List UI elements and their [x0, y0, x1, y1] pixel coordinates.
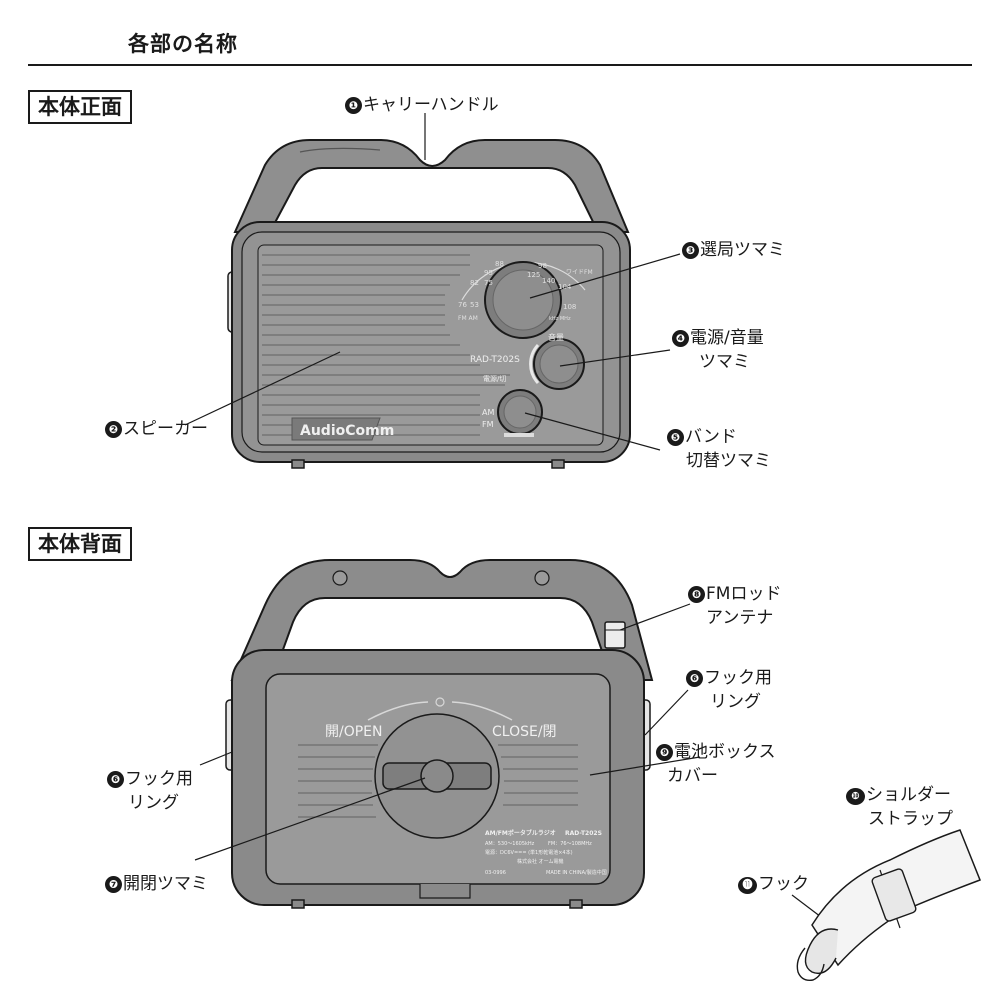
- spec-fm: FM：76～108MHz: [548, 841, 592, 847]
- callout-number: ❾: [656, 744, 673, 761]
- dial-number: 75: [484, 279, 493, 287]
- dial-number: 76: [458, 301, 467, 309]
- callout-shoulder-strap-line2: ストラップ: [868, 809, 953, 829]
- dial-number: 88: [495, 260, 504, 268]
- callout-text: フック用: [704, 668, 772, 688]
- callout-number: ❻: [686, 670, 703, 687]
- spec-origin: MADE IN CHINA/製造中国: [546, 870, 607, 876]
- callout-text: キャリーハンドル: [363, 95, 499, 115]
- callout-number: ❺: [667, 429, 684, 446]
- front-radio: [227, 139, 631, 469]
- dial-number: 108: [563, 303, 577, 311]
- spec-company: 株式会社 オーム電機: [517, 859, 564, 865]
- front-model: RAD-T202S: [470, 355, 520, 365]
- callout-hook-ring-right-line2: リング: [710, 692, 761, 712]
- callout-text: スピーカー: [123, 419, 208, 439]
- shoulder-strap: [796, 829, 981, 982]
- band-am-text: AM: [482, 408, 495, 417]
- back-handle: [230, 559, 654, 681]
- dial-number: 125: [527, 271, 541, 279]
- title-rule: [28, 64, 972, 66]
- dial-number: 53: [470, 301, 479, 309]
- callout-text: フック用: [125, 769, 193, 789]
- spec-model: RAD-T202S: [565, 830, 602, 837]
- power-text: 電源/切: [483, 375, 507, 383]
- spec-power: 電源：DC6V=== (単1形乾電池×4本): [485, 850, 573, 856]
- front-section-label: 本体正面: [28, 90, 132, 124]
- callout-number: ❻: [107, 771, 124, 788]
- callout-text: FMロッド: [706, 584, 782, 604]
- callout-text: バンド: [685, 427, 737, 447]
- callout-number: ❿: [846, 788, 865, 805]
- dial-number: FM AM: [458, 315, 478, 322]
- dial-number: 98: [538, 262, 547, 270]
- callout-text: 選局ツマミ: [700, 240, 785, 260]
- hook: [796, 947, 825, 982]
- callout-battery-cover-line2: カバー: [667, 766, 718, 786]
- spec-am: AM：530～1605kHz: [485, 841, 535, 847]
- dial-number: 95: [484, 269, 493, 277]
- callout-band-switch-line2: 切替ツマミ: [686, 451, 771, 471]
- page-title: 各部の名称: [128, 32, 238, 56]
- callout-text: 電源/音量: [690, 328, 764, 348]
- dial-number: 82: [470, 279, 479, 287]
- spec-title: AM/FMポータブルラジオ: [485, 830, 556, 837]
- volume-text: 音量: [548, 333, 564, 342]
- callout-number: ❹: [672, 330, 689, 347]
- rod-antenna: [604, 621, 626, 649]
- dial-number: kHz MHz: [549, 316, 571, 322]
- open-label: 開/OPEN: [325, 724, 383, 740]
- callout-text: 電池ボックス: [674, 742, 776, 762]
- callout-hook-ring-left-line2: リング: [128, 793, 179, 813]
- callout-number: ❼: [105, 876, 122, 893]
- band-fm-text: FM: [482, 420, 494, 429]
- callout-number: ❽: [688, 586, 705, 603]
- carry-handle: [233, 139, 630, 233]
- dial-number: ワイドFM: [566, 269, 593, 276]
- callout-number: ❸: [682, 242, 699, 259]
- callout-text: 開閉ツマミ: [123, 874, 208, 894]
- callout-number: ⓫: [738, 877, 757, 894]
- back-radio: [225, 559, 654, 909]
- callout-number: ❷: [105, 421, 122, 438]
- front-brand: AudioComm: [300, 423, 395, 439]
- dial-number: 140: [542, 277, 556, 285]
- callout-text: ショルダー: [866, 785, 951, 805]
- callout-number: ❶: [345, 97, 362, 114]
- callout-text: フック: [758, 874, 809, 894]
- callout-fm-antenna-line2: アンテナ: [706, 608, 774, 628]
- spec-code: 03-0996: [485, 870, 506, 876]
- dial-number: 104: [558, 283, 572, 291]
- back-section-label: 本体背面: [28, 527, 132, 561]
- close-label: CLOSE/閉: [492, 724, 557, 740]
- callout-power-volume-line2: ツマミ: [699, 352, 750, 372]
